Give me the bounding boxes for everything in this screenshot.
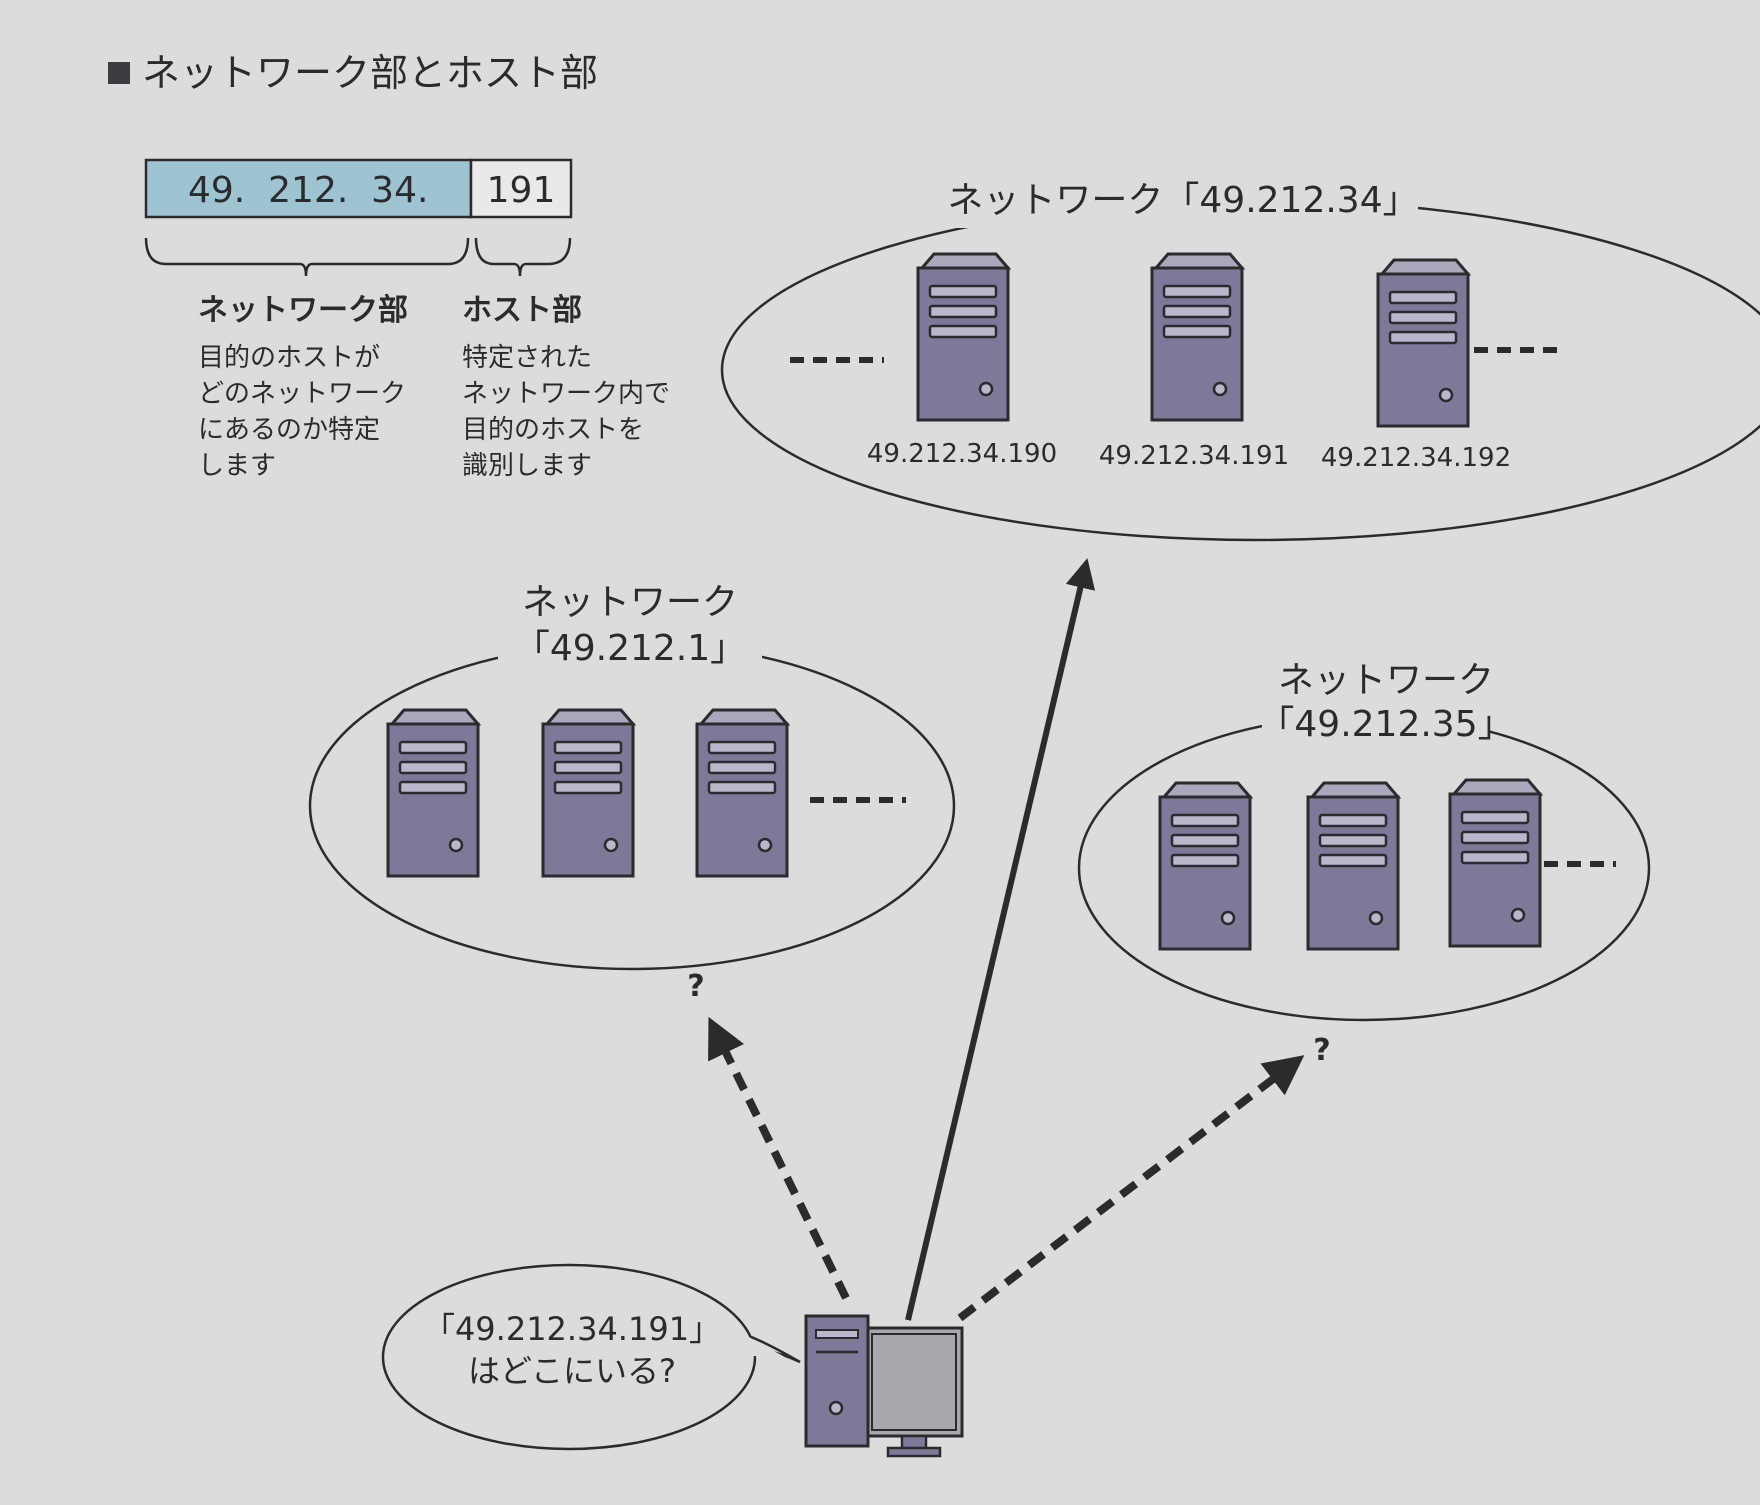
network-part-desc-line: どのネットワーク bbox=[198, 379, 406, 409]
server-icon bbox=[1158, 781, 1252, 951]
network-part-brace bbox=[144, 237, 470, 277]
network-49-212-34: ネットワーク「49.212.34」 49.212.34.190 49.212.3… bbox=[720, 178, 1760, 542]
network-49-212-35: ネットワーク 「49.212.35」 bbox=[1077, 660, 1651, 1022]
dashed-arrow-to-49-212-1 bbox=[708, 1016, 850, 1300]
question-mark: ? bbox=[1313, 1033, 1330, 1068]
host-part-desc-line: 特定された bbox=[462, 343, 592, 373]
network-label-line1: ネットワーク bbox=[1278, 660, 1494, 701]
desktop-computer-icon bbox=[804, 1314, 964, 1458]
dashed-arrow-to-49-212-35 bbox=[957, 1055, 1305, 1322]
server-icon bbox=[916, 252, 1010, 422]
server-icon bbox=[1376, 258, 1470, 428]
server-icon bbox=[1306, 781, 1400, 951]
network-label-line2: 「49.212.1」 bbox=[514, 628, 746, 669]
network-part-desc-line: します bbox=[198, 451, 276, 481]
host-part-cell bbox=[469, 158, 573, 219]
server-icon bbox=[1150, 252, 1244, 422]
label-backdrop bbox=[1262, 698, 1488, 750]
network-part-desc-line: にあるのか特定 bbox=[198, 415, 380, 445]
bubble-line1: 「49.212.34.191」 bbox=[423, 1310, 721, 1348]
host-ip-label: 49.212.34.190 bbox=[867, 439, 1057, 469]
ip-address-box: 49. 212. 34. 191 bbox=[144, 158, 573, 219]
host-part-desc-line: 目的のホストを bbox=[462, 415, 644, 445]
square-bullet-icon bbox=[108, 62, 130, 84]
host-part-brace bbox=[474, 237, 572, 277]
page-title: ネットワーク部とホスト部 bbox=[142, 51, 598, 95]
label-backdrop bbox=[498, 618, 762, 670]
network-part-cell bbox=[144, 158, 473, 219]
route-arrow-to-49-212-34 bbox=[905, 558, 1096, 1321]
host-part-label: ホスト部 bbox=[462, 293, 582, 328]
server-icon bbox=[386, 708, 480, 878]
network-part-label: ネットワーク部 bbox=[198, 293, 408, 328]
network-label-line2: 「49.212.35」 bbox=[1258, 704, 1513, 745]
host-part-desc-line: ネットワーク内で bbox=[462, 379, 670, 409]
network-part-desc-line: 目的のホストが bbox=[198, 343, 380, 373]
speech-bubble: 「49.212.34.191」 はどこにいる? bbox=[381, 1263, 801, 1451]
network-49-212-1: ネットワーク 「49.212.1」 bbox=[308, 582, 956, 971]
network-label: ネットワーク「49.212.34」 bbox=[947, 180, 1418, 221]
network-label-line1: ネットワーク bbox=[522, 582, 738, 623]
network-part-text: 49. 212. 34. bbox=[188, 170, 428, 211]
server-icon bbox=[1448, 778, 1542, 948]
host-part-desc-line: 識別します bbox=[462, 451, 592, 481]
server-icon bbox=[695, 708, 789, 878]
server-icon bbox=[541, 708, 635, 878]
bubble-line2: はどこにいる? bbox=[468, 1352, 676, 1390]
host-part-text: 191 bbox=[487, 170, 556, 211]
question-mark: ? bbox=[687, 969, 704, 1004]
label-backdrop bbox=[948, 178, 1418, 228]
host-ip-label: 49.212.34.191 bbox=[1099, 441, 1289, 471]
host-ip-label: 49.212.34.192 bbox=[1321, 443, 1511, 473]
